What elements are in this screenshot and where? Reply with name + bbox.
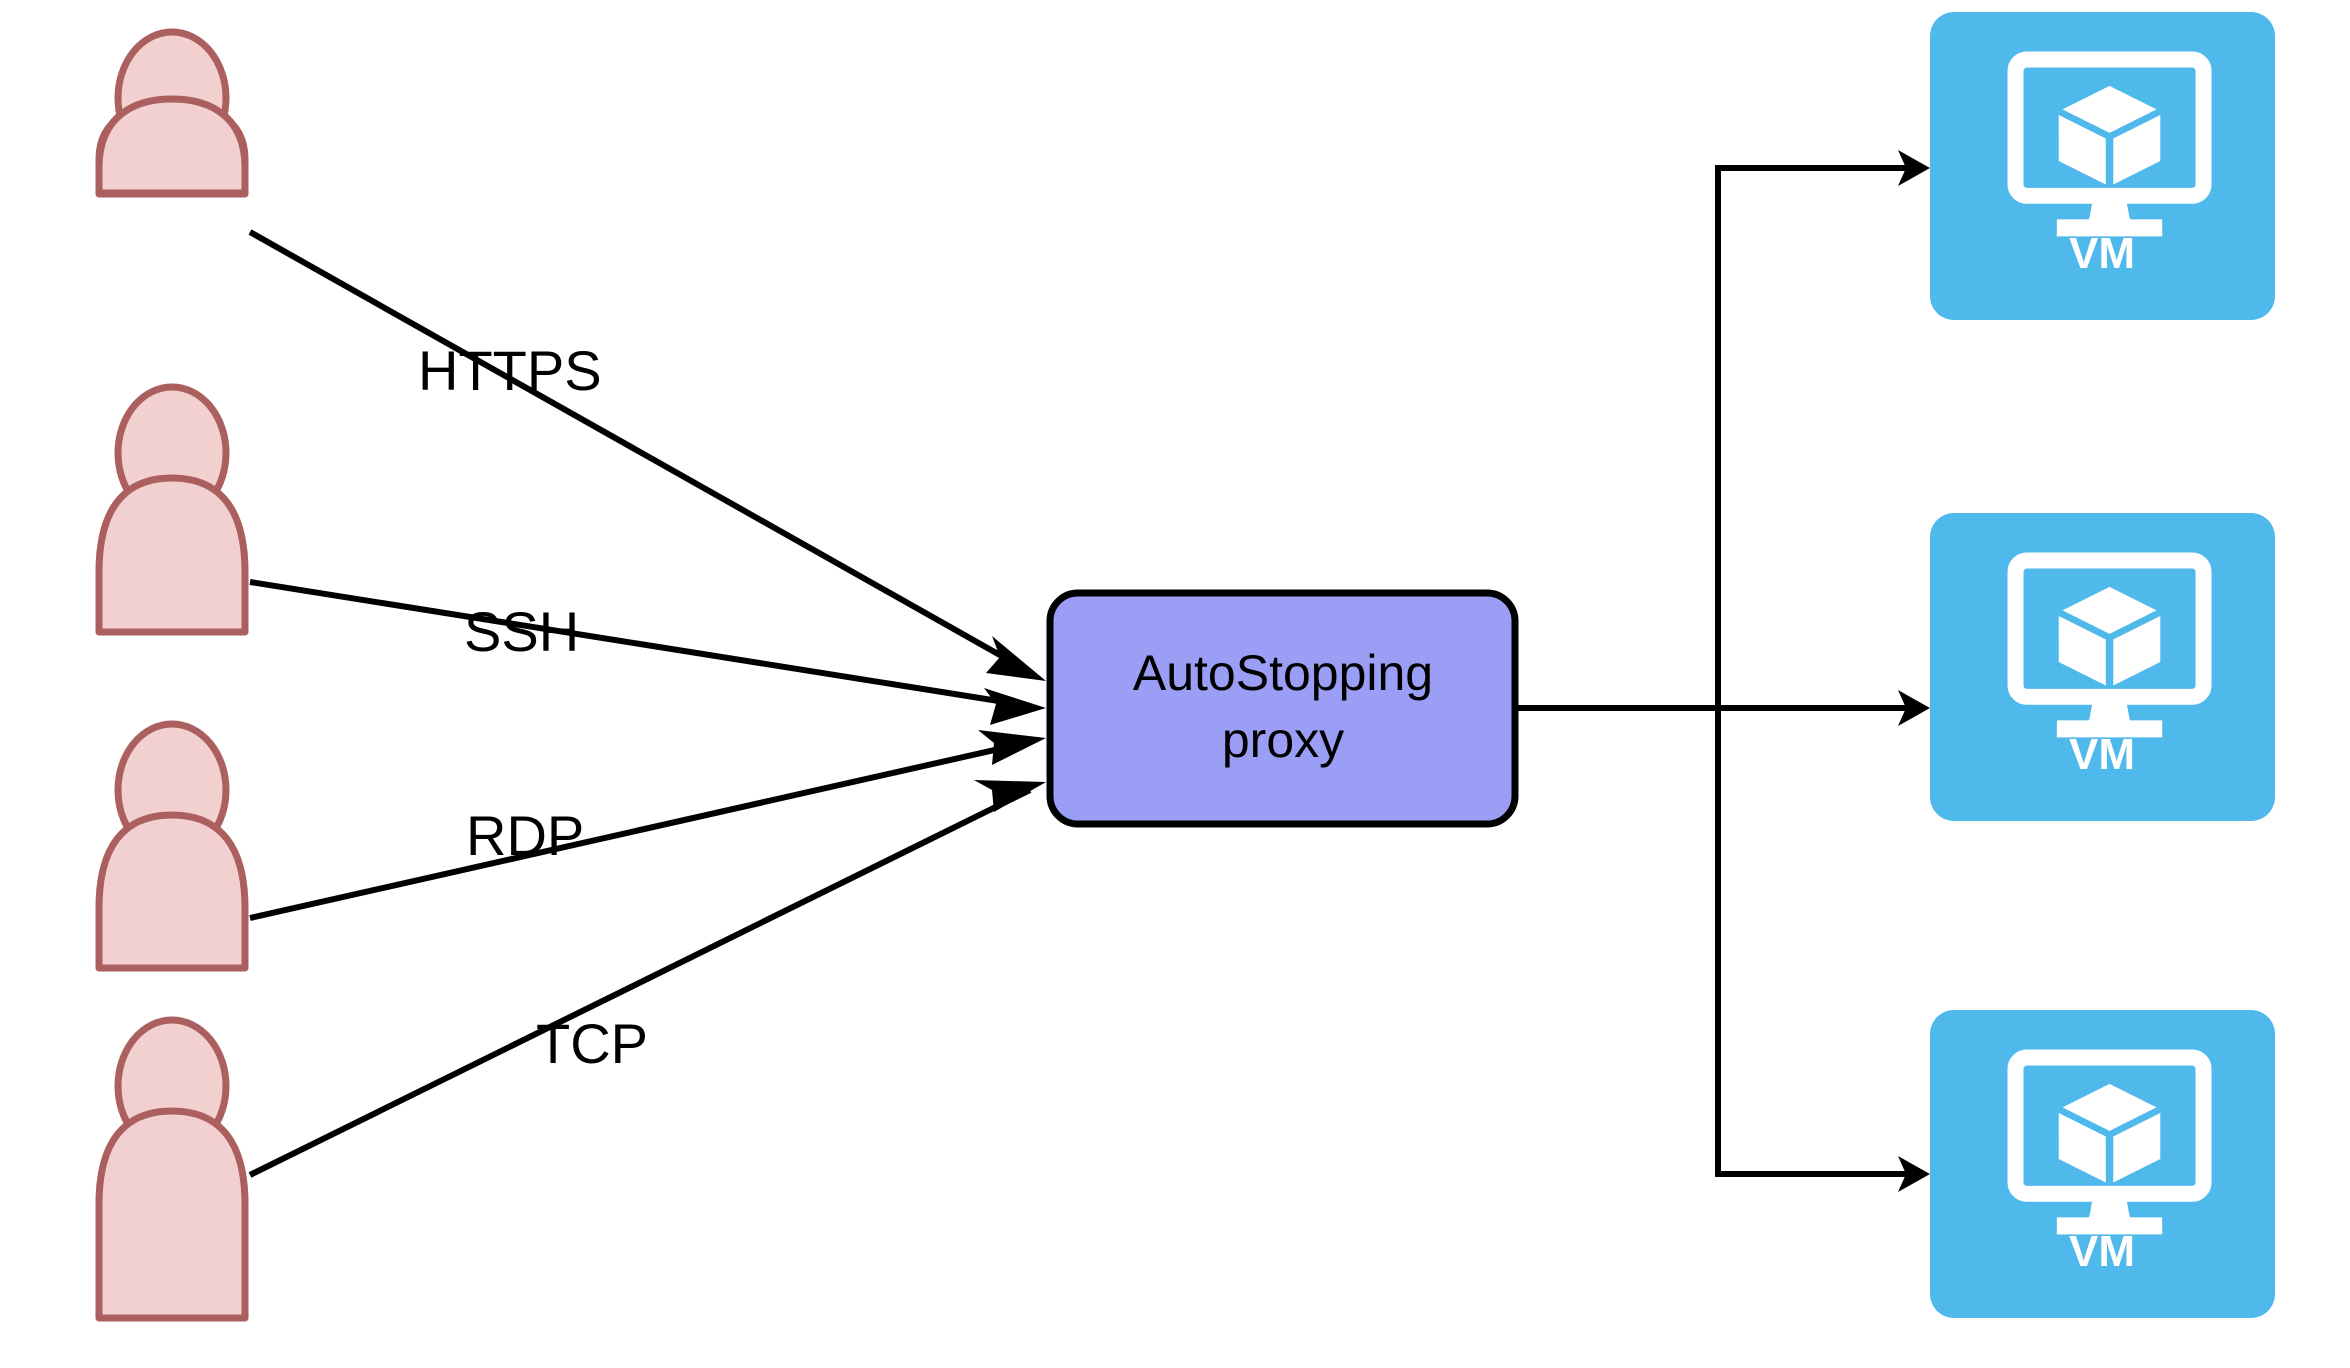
actor-4[interactable] xyxy=(95,1016,249,1322)
user-icon-silhouette xyxy=(95,1107,249,1322)
cube-top-face xyxy=(2062,586,2157,634)
vm-3[interactable]: VM xyxy=(1930,1010,2275,1318)
edge-label-tcp: TCP xyxy=(536,1012,648,1075)
vm-label: VM xyxy=(2069,730,2135,779)
vm-label: VM xyxy=(2069,229,2135,278)
cube-left-face xyxy=(2058,615,2106,686)
vm-monitor-cube-icon xyxy=(2007,552,2212,738)
cube-top-face xyxy=(2062,85,2157,133)
actor-3[interactable] xyxy=(95,720,249,972)
autostopping-proxy-node[interactable]: AutoStopping proxy xyxy=(1046,589,1519,828)
user-icon-silhouette xyxy=(95,95,249,197)
proxy-box-rect xyxy=(1046,589,1519,828)
vm-monitor-cube-icon xyxy=(2007,51,2212,237)
edge-ssh[interactable] xyxy=(249,579,1046,725)
cube-left-face xyxy=(2058,114,2106,185)
cube-right-face xyxy=(2113,114,2161,185)
edge-proxy-to-vms[interactable] xyxy=(1515,150,1930,1192)
cube-right-face xyxy=(2113,1112,2161,1183)
cube-left-face xyxy=(2058,1112,2106,1183)
edge-label-ssh: SSH xyxy=(464,600,579,663)
edge-arrowhead-vm3 xyxy=(1898,1156,1930,1192)
edge-label-https: HTTPS xyxy=(418,339,602,402)
actor-1[interactable] xyxy=(95,28,249,198)
vm-monitor-cube-icon xyxy=(2007,1049,2212,1235)
vm-label: VM xyxy=(2069,1227,2135,1276)
vm-2[interactable]: VM xyxy=(1930,513,2275,821)
edge-rdp[interactable] xyxy=(249,730,1046,921)
user-icon-silhouette xyxy=(95,474,249,636)
cube-top-face xyxy=(2062,1083,2157,1131)
edge-arrowhead-vm2 xyxy=(1898,690,1930,726)
proxy-label-line2: proxy xyxy=(1222,712,1344,768)
edge-label-rdp: RDP xyxy=(466,804,584,867)
edge-arrowhead-vm1 xyxy=(1898,150,1930,186)
cube-right-face xyxy=(2113,615,2161,686)
edge-https[interactable] xyxy=(248,229,1046,681)
vm-1[interactable]: VM xyxy=(1930,12,2275,320)
actor-2[interactable] xyxy=(95,383,249,636)
proxy-label-line1: AutoStopping xyxy=(1133,645,1433,701)
user-icon-silhouette xyxy=(95,811,249,972)
edge-tcp[interactable] xyxy=(248,780,1046,1178)
